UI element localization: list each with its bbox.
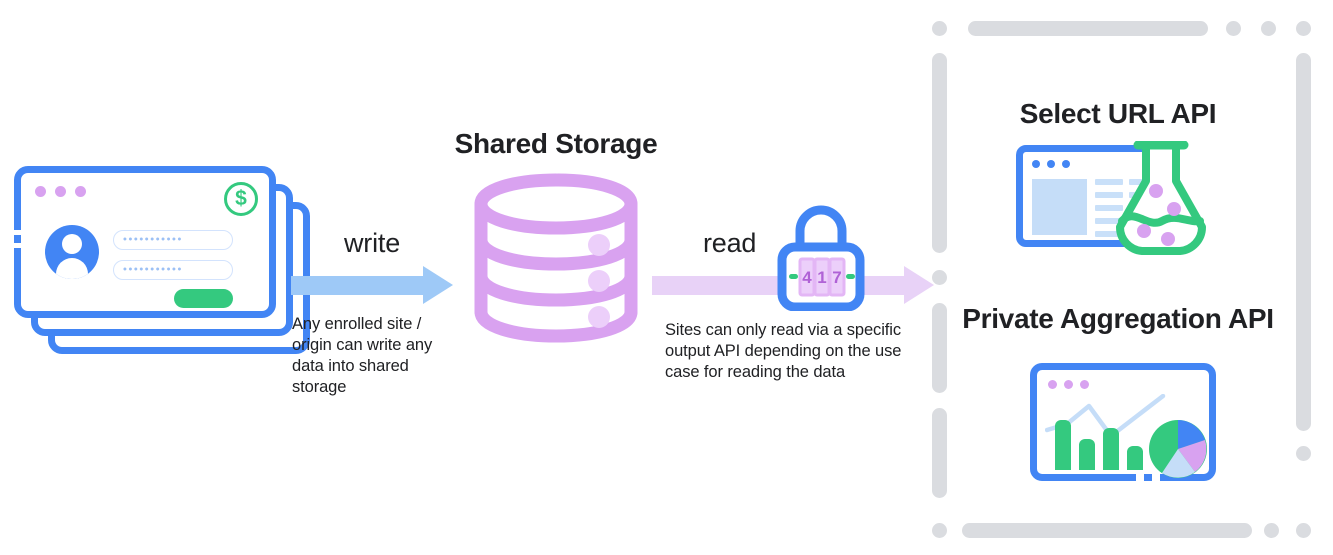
panel-border-dash — [932, 21, 947, 36]
username-field-value: ••••••••••• — [123, 233, 183, 246]
storage-tier-dots — [588, 234, 610, 328]
window-controls — [35, 186, 86, 197]
pie-chart-icon — [1149, 420, 1207, 478]
submit-button[interactable] — [174, 289, 233, 308]
database-cylinder-icon — [466, 168, 646, 348]
text-line — [1095, 205, 1123, 211]
lock-mark-right — [846, 274, 855, 279]
lock-dials — [798, 257, 846, 297]
site-window-front: $ ••••••••••• ••••••••••• — [12, 166, 276, 318]
panel-border-dash — [1296, 523, 1311, 538]
lock-digit-2: 1 — [817, 268, 826, 287]
panel-border-dash — [1296, 53, 1311, 431]
window-dot-icon — [1080, 380, 1089, 389]
write-caption: Any enrolled site / origin can write any… — [292, 315, 433, 396]
avatar-body — [56, 258, 88, 279]
window-edge-notch — [1136, 474, 1144, 483]
text-line — [1095, 231, 1123, 237]
read-label: read — [703, 228, 757, 258]
enrolled-sites-stack: $ ••••••••••• ••••••••••• — [12, 166, 314, 361]
bar — [1127, 446, 1143, 470]
bar — [1103, 428, 1119, 470]
lock-digit-3: 7 — [832, 268, 841, 287]
panel-border-dash — [1296, 446, 1311, 461]
window-dot-icon — [1048, 380, 1057, 389]
window-dot-icon — [1032, 160, 1040, 168]
pie-slice-blue — [1178, 420, 1205, 449]
pie-slice-purple — [1178, 440, 1207, 472]
padlock-svg: 4 1 7 — [777, 205, 865, 312]
panel-border-dash — [962, 523, 1252, 538]
password-field[interactable]: ••••••••••• — [113, 260, 233, 280]
write-arrow — [291, 266, 461, 304]
text-line — [1095, 179, 1123, 185]
window-dot-icon — [1062, 160, 1070, 168]
dollar-icon: $ — [224, 182, 258, 216]
bar — [1055, 420, 1071, 470]
panel-border-dash — [968, 21, 1208, 36]
panel-border-dash — [1261, 21, 1276, 36]
read-caption: Sites can only read via a specific outpu… — [665, 321, 902, 381]
read-arrow-head — [904, 266, 934, 304]
user-avatar-icon — [45, 225, 99, 279]
lock-mark-left — [789, 274, 798, 279]
panel-border-dash — [1264, 523, 1279, 538]
pie-slice-lightblue — [1162, 449, 1195, 478]
write-arrow-shaft — [291, 275, 423, 295]
flask-icon — [1115, 141, 1207, 255]
window-dot-icon — [75, 186, 86, 197]
panel-border-dash — [932, 303, 947, 393]
shared-storage-title: Shared Storage — [454, 128, 658, 159]
window-edge-notch — [1152, 474, 1160, 483]
cylinder-svg — [474, 173, 638, 343]
private-aggregation-api-title: Private Aggregation API — [962, 303, 1274, 334]
panel-border-dash — [932, 53, 947, 253]
panel-border-dash — [932, 408, 947, 498]
lock-digit-1: 4 — [802, 268, 812, 287]
write-arrow-head — [423, 266, 453, 304]
panel-border-dash — [1296, 21, 1311, 36]
panel-border-dash — [1226, 21, 1241, 36]
text-line — [1095, 192, 1123, 198]
dashboard-window-icon — [1030, 363, 1216, 481]
window-dot-icon — [35, 186, 46, 197]
username-field[interactable]: ••••••••••• — [113, 230, 233, 250]
dollar-symbol: $ — [235, 187, 247, 211]
combination-padlock-icon: 4 1 7 — [776, 203, 866, 312]
dashboard-window-controls — [1048, 380, 1089, 389]
text-line — [1095, 218, 1123, 224]
avatar-head — [62, 234, 82, 254]
content-block — [1032, 179, 1087, 235]
window-dot-icon — [1047, 160, 1055, 168]
panel-border-dash — [932, 523, 947, 538]
window-dot-icon — [1064, 380, 1073, 389]
select-url-api-illustration — [1016, 141, 1236, 256]
select-url-api-title: Select URL API — [1019, 98, 1217, 129]
flask-bubbles — [1137, 184, 1181, 246]
panel-border-dash — [932, 270, 947, 285]
window-dot-icon — [55, 186, 66, 197]
password-field-value: ••••••••••• — [123, 263, 183, 276]
write-label: write — [344, 228, 401, 258]
bar — [1079, 439, 1095, 470]
browser-window-controls — [1032, 160, 1070, 168]
output-apis-panel: Select URL API — [918, 8, 1318, 546]
